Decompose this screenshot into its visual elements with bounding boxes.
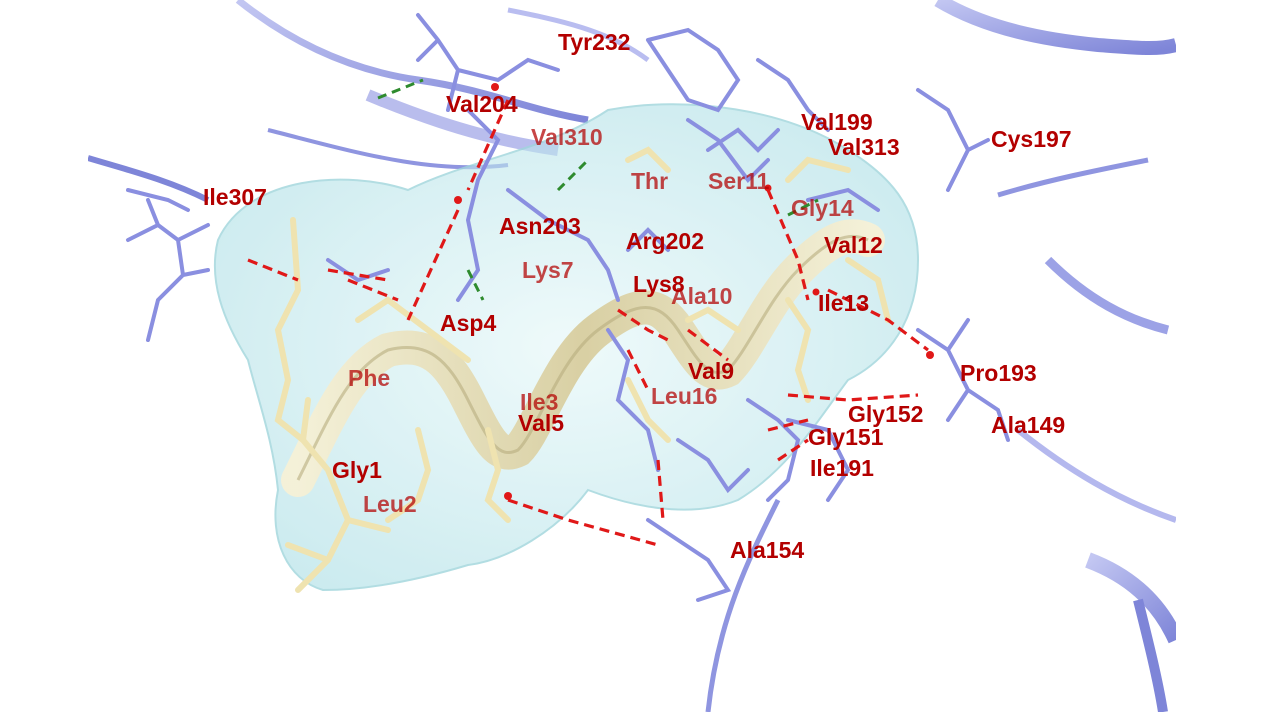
label-leu16: Leu16: [651, 383, 717, 409]
label-gly152: Gly152: [848, 401, 923, 427]
peptide-helix: [281, 219, 885, 497]
label-ile191: Ile191: [810, 455, 874, 481]
ribbon-bottom-right: [1085, 552, 1176, 644]
label-tyr232: Tyr232: [558, 29, 630, 55]
ribbon-top-right: [934, 0, 1176, 56]
residue-labels: Tyr232 Val204 Val310 Val199 Val313 Cys19…: [203, 29, 1072, 563]
label-ala10: Ala10: [671, 283, 732, 309]
ribbon-right-2: [997, 157, 1149, 198]
label-ile307: Ile307: [203, 184, 267, 210]
label-phe: Phe: [348, 365, 390, 391]
label-gly1: Gly1: [332, 457, 382, 483]
label-val9: Val9: [688, 358, 734, 384]
label-pro193: Pro193: [960, 360, 1037, 386]
label-cys197: Cys197: [991, 126, 1072, 152]
label-lys8: Lys8: [633, 271, 685, 297]
label-val12: Val12: [824, 232, 883, 258]
hydrogen-bonds: [377, 78, 819, 301]
ribbon-right-lower: [1016, 427, 1176, 523]
label-ser11: Ser11: [708, 168, 770, 194]
label-val313: Val313: [828, 134, 900, 160]
label-gly14: Gly14: [791, 195, 854, 221]
label-lys7: Lys7: [522, 257, 574, 283]
contact-lines: [247, 99, 929, 547]
label-val199: Val199: [801, 109, 873, 135]
receptor-ribbons: [88, 0, 1176, 712]
label-val5: Val5: [518, 410, 564, 436]
ribbon-left: [88, 155, 210, 203]
receptor-sticks: [126, 13, 1010, 602]
label-thr: Thr: [631, 168, 668, 194]
label-ala149: Ala149: [991, 412, 1065, 438]
ribbon-bottom: [705, 498, 781, 712]
label-asp4: Asp4: [440, 310, 496, 336]
ribbon-bottom-2: [1133, 598, 1168, 712]
label-asn203: Asn203: [499, 213, 581, 239]
label-val310: Val310: [531, 124, 603, 150]
atom-markers: [454, 83, 934, 500]
label-ala154: Ala154: [730, 537, 804, 563]
label-val204: Val204: [446, 91, 518, 117]
ribbon-right: [1044, 256, 1170, 335]
label-arg202: Arg202: [626, 228, 704, 254]
protein-peptide-complex: Tyr232 Val204 Val310 Val199 Val313 Cys19…: [88, 0, 1176, 712]
ribbon-top-left: [235, 0, 589, 124]
peptide-sticks: [274, 146, 891, 593]
label-leu2: Leu2: [363, 491, 417, 517]
ribbon-top: [507, 7, 650, 63]
label-gly151: Gly151: [808, 424, 884, 450]
molecular-viewer[interactable]: Tyr232 Val204 Val310 Val199 Val313 Cys19…: [88, 0, 1176, 712]
label-ile3: Ile3: [520, 389, 558, 415]
label-ile13: Ile13: [818, 290, 869, 316]
